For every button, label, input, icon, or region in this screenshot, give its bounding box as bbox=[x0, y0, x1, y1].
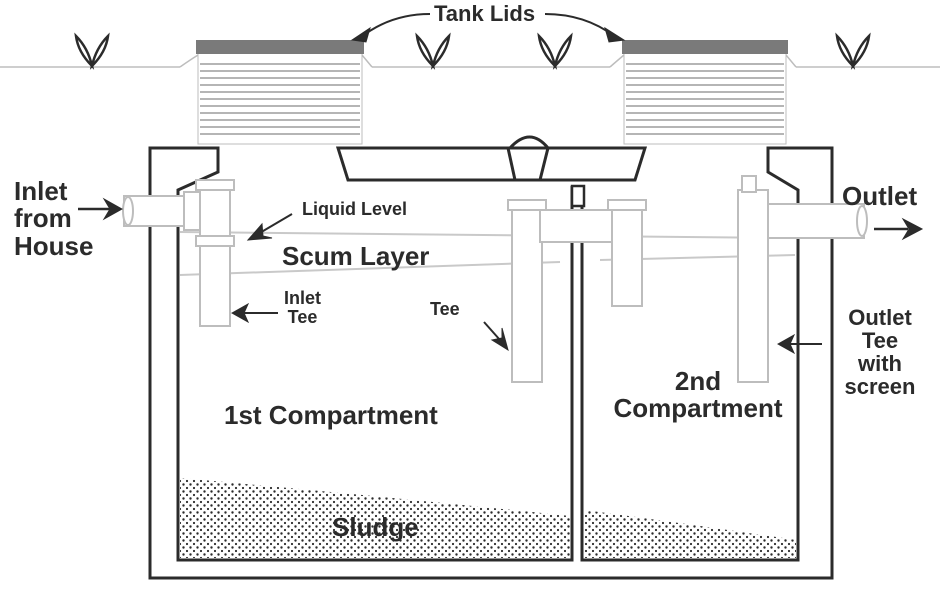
tank-lids-arrow-right bbox=[544, 13, 615, 37]
sludge-layer-1 bbox=[180, 478, 570, 558]
sludge-layer-2 bbox=[584, 510, 796, 558]
outlet-tee-arrow-head bbox=[776, 333, 796, 355]
second-compartment-label-line: 2nd bbox=[674, 366, 722, 396]
first-compartment-label: 1st Compartment bbox=[224, 400, 438, 430]
tee-label: Tee bbox=[430, 299, 460, 319]
outlet-tee-label-line: with bbox=[858, 351, 902, 377]
grass-sprout bbox=[835, 32, 871, 70]
transfer-tee bbox=[507, 199, 647, 383]
inlet-arrow-head bbox=[102, 197, 124, 221]
ground-line bbox=[0, 54, 940, 68]
tank-top-slab bbox=[335, 135, 648, 182]
grass-sprouts bbox=[74, 32, 871, 70]
liquid-level-arrow bbox=[257, 213, 293, 235]
liquid-level-line bbox=[179, 231, 796, 276]
liquid-level-arrow-head bbox=[246, 222, 273, 241]
tee-arrow-head bbox=[490, 327, 509, 352]
left-riser bbox=[196, 40, 364, 145]
second-compartment-label-line: Compartment bbox=[613, 393, 783, 424]
baffle-top bbox=[570, 184, 586, 208]
liquid-level-label: Liquid Level bbox=[302, 199, 408, 219]
outlet-tee-label: Outlet Tee with screen bbox=[832, 306, 928, 398]
inlet-from-house-label: Inlet from House bbox=[14, 176, 124, 261]
right-riser bbox=[622, 40, 788, 145]
outlet-tee bbox=[737, 175, 868, 383]
tank-body bbox=[148, 146, 834, 580]
outlet-tee-label-line: screen bbox=[844, 374, 916, 400]
grass-sprout bbox=[537, 32, 573, 70]
right-tank-lid bbox=[622, 40, 788, 54]
outlet-tee-label-line: Tee bbox=[861, 328, 899, 354]
grass-sprout bbox=[74, 32, 110, 70]
grass-sprout bbox=[415, 32, 451, 70]
tank-lids-arrow-left bbox=[359, 13, 431, 39]
scum-layer-label: Scum Layer bbox=[282, 241, 430, 271]
inlet-tee-label: Inlet Tee bbox=[284, 289, 321, 327]
inlet-label-line: Inlet bbox=[14, 176, 68, 206]
inlet-tee-arrow-head bbox=[230, 302, 250, 324]
outlet-tee-label-line: Outlet bbox=[848, 305, 912, 330]
sludge-label: Sludge bbox=[332, 512, 419, 542]
left-tank-lid bbox=[196, 40, 364, 54]
second-compartment-label: 2nd Compartment bbox=[596, 366, 800, 424]
tank-lids-label: Tank Lids bbox=[434, 1, 536, 26]
tank-lids-arrow-right-head bbox=[604, 26, 626, 43]
inlet-label-line: House bbox=[14, 230, 94, 261]
arrows bbox=[78, 13, 924, 355]
inlet-label-line: from bbox=[14, 203, 72, 234]
inlet-tee bbox=[195, 179, 235, 327]
tank-lids-arrow-left-head bbox=[350, 26, 371, 43]
tee-arrow bbox=[483, 321, 501, 341]
inlet-tee-label-line: Inlet bbox=[284, 288, 322, 308]
inlet-tee-label-line: Tee bbox=[287, 306, 318, 327]
outlet-label: Outlet bbox=[842, 181, 918, 211]
center-access-port bbox=[506, 146, 550, 182]
outlet-arrow-head bbox=[901, 217, 924, 241]
